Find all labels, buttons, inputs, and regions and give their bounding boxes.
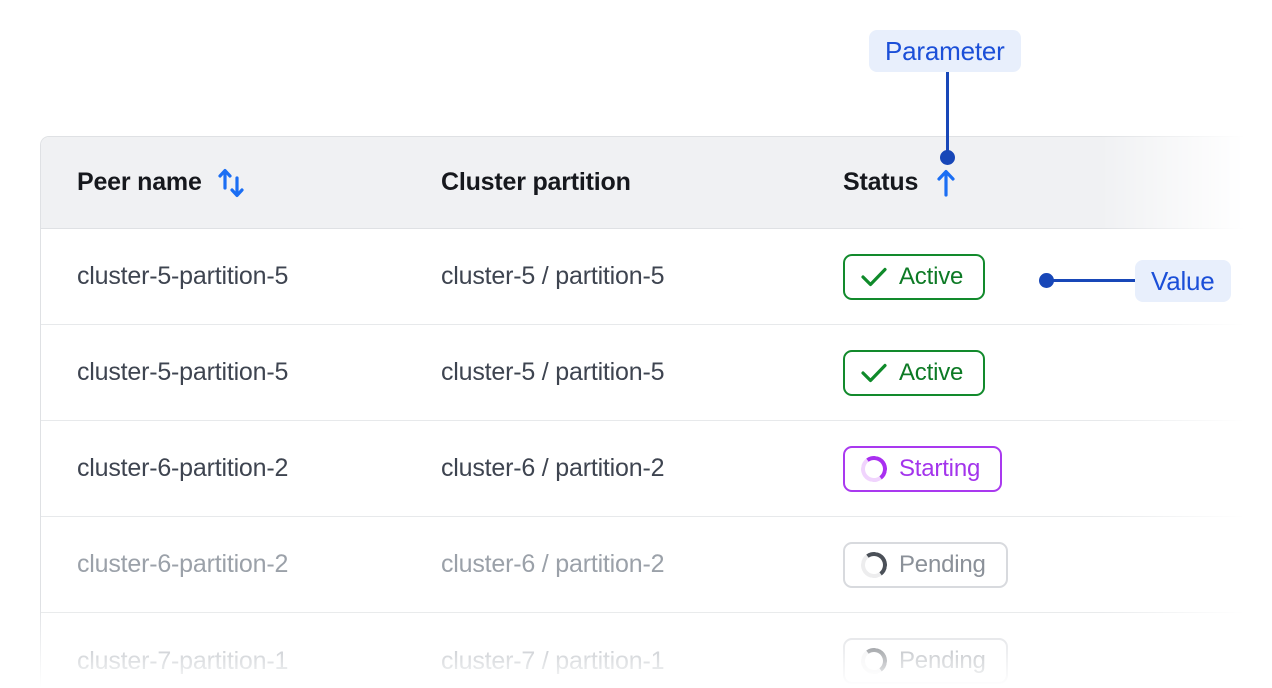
cell-status: Pending <box>843 541 1203 588</box>
column-header-cluster-partition-label: Cluster partition <box>441 168 631 196</box>
cell-peer-name: cluster-6-partition-2 <box>77 550 289 578</box>
peers-table: Peer name Cluster partiti <box>40 136 1250 688</box>
sort-up-icon[interactable] <box>932 167 960 199</box>
table-row[interactable]: cluster-5-partition-5 cluster-5 / partit… <box>41 325 1250 421</box>
annotation-connector-parameter <box>946 72 949 154</box>
annotation-dot-parameter <box>940 150 955 165</box>
cell-peer-name: cluster-6-partition-2 <box>77 454 289 482</box>
check-icon <box>861 363 887 383</box>
peers-table-container: Peer name Cluster partiti <box>40 136 1250 688</box>
column-header-cluster-partition[interactable]: Cluster partition <box>441 168 843 197</box>
status-badge[interactable]: Starting <box>843 445 1003 492</box>
cell-status: Active <box>843 349 1203 396</box>
table-row[interactable]: cluster-6-partition-2 cluster-6 / partit… <box>41 421 1250 517</box>
cell-cluster-partition: cluster-5 / partition-5 <box>441 358 665 386</box>
status-badge-label: Active <box>899 358 964 386</box>
check-icon <box>861 267 887 287</box>
sort-updown-icon[interactable] <box>216 166 246 200</box>
cell-cluster-partition: cluster-7 / partition-1 <box>441 646 665 675</box>
spinner-icon <box>859 453 889 484</box>
cell-peer-name: cluster-5-partition-5 <box>77 262 289 290</box>
column-header-status[interactable]: Status <box>843 167 1203 199</box>
table-row[interactable]: cluster-7-partition-1 cluster-7 / partit… <box>41 613 1250 688</box>
column-header-status-label: Status <box>843 168 919 196</box>
spinner-icon <box>859 646 889 676</box>
cell-status: Starting <box>843 445 1203 492</box>
status-badge[interactable]: Pending <box>843 541 1008 588</box>
cell-cluster-partition: cluster-6 / partition-2 <box>441 454 665 482</box>
annotation-label-parameter: Parameter <box>869 30 1021 72</box>
cell-cluster-partition: cluster-6 / partition-2 <box>441 550 665 578</box>
table-header-row: Peer name Cluster partiti <box>41 137 1250 229</box>
cell-peer-name: cluster-5-partition-5 <box>77 358 289 386</box>
annotation-dot-value <box>1039 273 1054 288</box>
spinner-icon <box>859 549 889 580</box>
cell-status: Pending <box>843 638 1203 684</box>
cell-peer-name: cluster-7-partition-1 <box>77 646 289 675</box>
status-badge[interactable]: Active <box>843 253 986 300</box>
status-badge-label: Pending <box>899 647 986 674</box>
table-row[interactable]: cluster-6-partition-2 cluster-6 / partit… <box>41 517 1250 613</box>
status-badge-label: Pending <box>899 550 986 578</box>
column-header-peer-name[interactable]: Peer name <box>41 166 441 200</box>
annotation-label-value: Value <box>1135 260 1231 302</box>
table-row[interactable]: cluster-5-partition-5 cluster-5 / partit… <box>41 229 1250 325</box>
status-badge-label: Starting <box>899 454 981 482</box>
cell-status: Active <box>843 253 1203 300</box>
cell-cluster-partition: cluster-5 / partition-5 <box>441 262 665 290</box>
column-header-peer-name-label: Peer name <box>77 168 202 196</box>
status-badge[interactable]: Active <box>843 349 986 396</box>
annotation-connector-value <box>1046 279 1138 282</box>
status-badge[interactable]: Pending <box>843 638 1008 684</box>
status-badge-label: Active <box>899 262 964 290</box>
